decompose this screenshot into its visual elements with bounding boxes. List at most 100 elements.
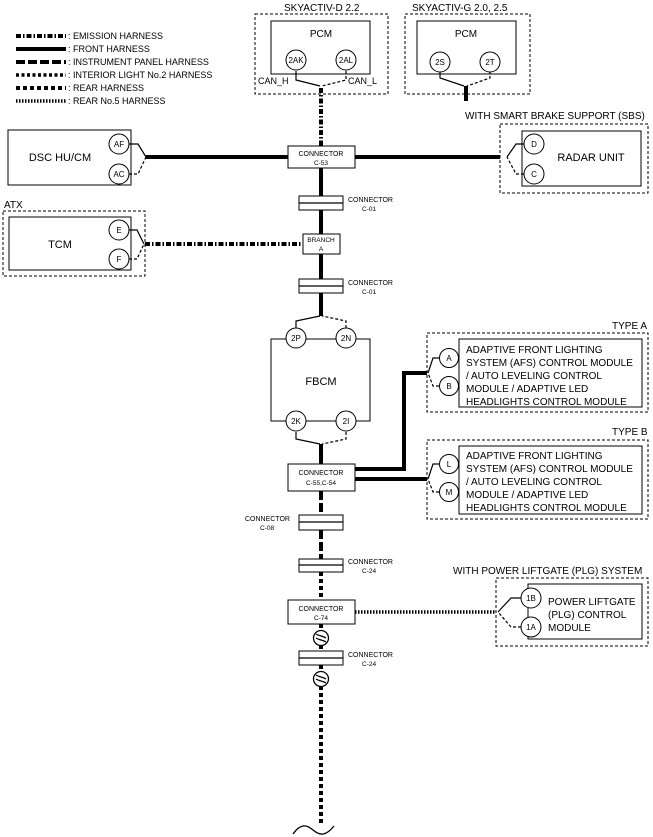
- fbcm-pin-2n: [335, 327, 357, 349]
- harness-wires: [145, 88, 500, 826]
- afs-type-a-group: TYPE A ADAPTIVE FRONT LIGHTING SYSTEM (A…: [426, 321, 649, 413]
- connector-c24-lower-id: C-24: [362, 661, 376, 668]
- afs-b-pin-l-label: L: [447, 460, 452, 469]
- plg-line-2: (PLG) CONTROL: [548, 610, 627, 621]
- pcm-g-label: PCM: [455, 29, 477, 40]
- afs-b-line-1: ADAPTIVE FRONT LIGHTING: [466, 451, 603, 462]
- radar-pin-d: [523, 133, 545, 155]
- dsc-group: DSC HU/CM AF AC: [7, 129, 147, 186]
- afs-b-line-2: SYSTEM (AFS) CONTROL MODULE: [466, 464, 633, 475]
- tcm-group: ATX TCM E F: [2, 200, 146, 277]
- connector-c55-id: C-55,C-54: [306, 480, 336, 487]
- connector-c53-label: CONNECTOR: [299, 151, 344, 158]
- dsc-label: DSC HU/CM: [29, 152, 91, 164]
- connector-c74-id: C-74: [314, 615, 328, 622]
- connector-c53-box: [287, 145, 356, 169]
- branch-a-id: A: [319, 246, 324, 253]
- tcm-pin-f: [108, 248, 130, 270]
- afs-a-line-5: HEADLIGHTS CONTROL MODULE: [466, 397, 627, 408]
- atx-label: ATX: [4, 200, 23, 211]
- connector-c24-lower: CONNECTOR C-24: [298, 650, 393, 668]
- afs-a-pin-b: [439, 376, 459, 396]
- connector-c74-box: [287, 599, 356, 625]
- connector-c01-lower: CONNECTOR C-01: [298, 278, 393, 296]
- fbcm-pin-2p-label: 2P: [291, 334, 301, 343]
- afs-b-wire-2: [427, 478, 439, 493]
- fbcm-box: [270, 338, 371, 422]
- pcm-d-pin-2ak: [285, 49, 307, 71]
- plg-group: WITH POWER LIFTGATE (PLG) SYSTEM POWER L…: [453, 566, 649, 647]
- afs-a-wire-2: [427, 372, 439, 387]
- legend-label-rear-5: : REAR No.5 HARNESS: [68, 96, 166, 106]
- fbcm-pin-2p: [285, 327, 307, 349]
- afs-a-box: [458, 338, 643, 408]
- dsc-wire-2: [129, 156, 147, 175]
- skyactiv-d-label: SKYACTIV-D 2.2: [284, 3, 360, 14]
- dsc-wire-1: [129, 143, 147, 158]
- legend-label-interior-light-2: : INTERIOR LIGHT No.2 HARNESS: [68, 70, 212, 80]
- connector-c55-label: CONNECTOR: [299, 470, 344, 477]
- tcm-pin-f-label: F: [117, 255, 122, 264]
- plg-wire-2: [497, 611, 521, 628]
- connector-c01-upper: CONNECTOR C-01: [298, 195, 393, 213]
- fbcm-wire-bottom-2: [321, 432, 347, 445]
- wire-end-break: [292, 825, 335, 835]
- pcm-skyactiv-d-group: SKYACTIV-D 2.2 PCM 2AK 2AL CAN_H CAN_L: [254, 3, 389, 95]
- tcm-pin-e-label: E: [116, 226, 121, 235]
- radar-pin-c: [523, 163, 545, 185]
- connector-c08-label: CONNECTOR: [245, 516, 290, 523]
- connector-c74-label: CONNECTOR: [299, 606, 344, 613]
- plg-outline: [495, 577, 649, 647]
- pcm-d-wire-h: [295, 71, 321, 87]
- legend-label-front: : FRONT HARNESS: [68, 44, 150, 54]
- plg-pin-1b-label: 1B: [526, 594, 536, 603]
- legend-label-emission: : EMISSION HARNESS: [68, 31, 163, 41]
- branch-a-box: [302, 233, 341, 255]
- afs-type-b-group: TYPE B ADAPTIVE FRONT LIGHTING SYSTEM (A…: [426, 427, 649, 520]
- dsc-pin-af: [108, 133, 130, 155]
- tcm-wire-2: [129, 243, 145, 260]
- fbcm-pin-2k-label: 2K: [291, 417, 301, 426]
- pcm-d-pin-2al-label: 2AL: [339, 56, 354, 65]
- legend-label-instrument-panel: : INSTRUMENT PANEL HARNESS: [68, 57, 209, 67]
- afs-b-line-3: / AUTO LEVELING CONTROL: [466, 477, 602, 488]
- pcm-g-wire-2: [466, 71, 491, 87]
- skyactiv-g-label: SKYACTIV-G 2.0, 2.5: [412, 3, 508, 14]
- fbcm-wire-top-2: [321, 315, 347, 328]
- afs-a-wire-1: [427, 357, 439, 374]
- connector-c74: CONNECTOR C-74: [287, 599, 356, 625]
- pcm-d-pin-2ak-label: 2AK: [288, 56, 304, 65]
- can-l-label: CAN_L: [348, 76, 377, 86]
- connector-c24-upper-id: C-24: [362, 568, 376, 575]
- can-h-label: CAN_H: [258, 76, 289, 86]
- legend: : EMISSION HARNESS : FRONT HARNESS : INS…: [16, 31, 212, 106]
- plg-line-1: POWER LIFTGATE: [548, 597, 636, 608]
- afs-b-pin-l: [439, 454, 459, 474]
- connector-c55-c54: CONNECTOR C-55,C-54: [287, 463, 356, 492]
- plg-wire-1: [497, 597, 521, 613]
- pcm-d-wire-l: [321, 71, 347, 87]
- tcm-pin-e: [108, 219, 130, 241]
- atx-outline: [2, 210, 146, 277]
- afs-b-line-5: HEADLIGHTS CONTROL MODULE: [466, 503, 627, 514]
- dsc-pin-ac: [108, 163, 130, 185]
- type-b-label: TYPE B: [612, 427, 648, 438]
- legend-label-rear: : REAR HARNESS: [68, 83, 144, 93]
- connector-c55-box: [287, 463, 356, 492]
- afs-a-line-1: ADAPTIVE FRONT LIGHTING: [466, 345, 603, 356]
- fbcm-label: FBCM: [305, 376, 336, 388]
- connector-c24-upper-label: CONNECTOR: [348, 559, 393, 566]
- radar-wire-2: [506, 156, 524, 175]
- sbs-label: WITH SMART BRAKE SUPPORT (SBS): [465, 111, 645, 122]
- fbcm-group: FBCM 2P 2N 2K 2I: [270, 315, 371, 445]
- plg-line-3: MODULE: [548, 623, 591, 634]
- fbcm-pin-2n-label: 2N: [341, 334, 351, 343]
- plg-box: [527, 583, 643, 640]
- dsc-pin-ac-label: AC: [113, 170, 124, 179]
- pcm-g-pin-2s-label: 2S: [435, 58, 445, 67]
- afs-a-pin-a-label: A: [446, 354, 452, 363]
- afs-a-line-2: SYSTEM (AFS) CONTROL MODULE: [466, 358, 633, 369]
- connector-c08-id: C-08: [260, 525, 274, 532]
- dsc-pin-af-label: AF: [114, 140, 124, 149]
